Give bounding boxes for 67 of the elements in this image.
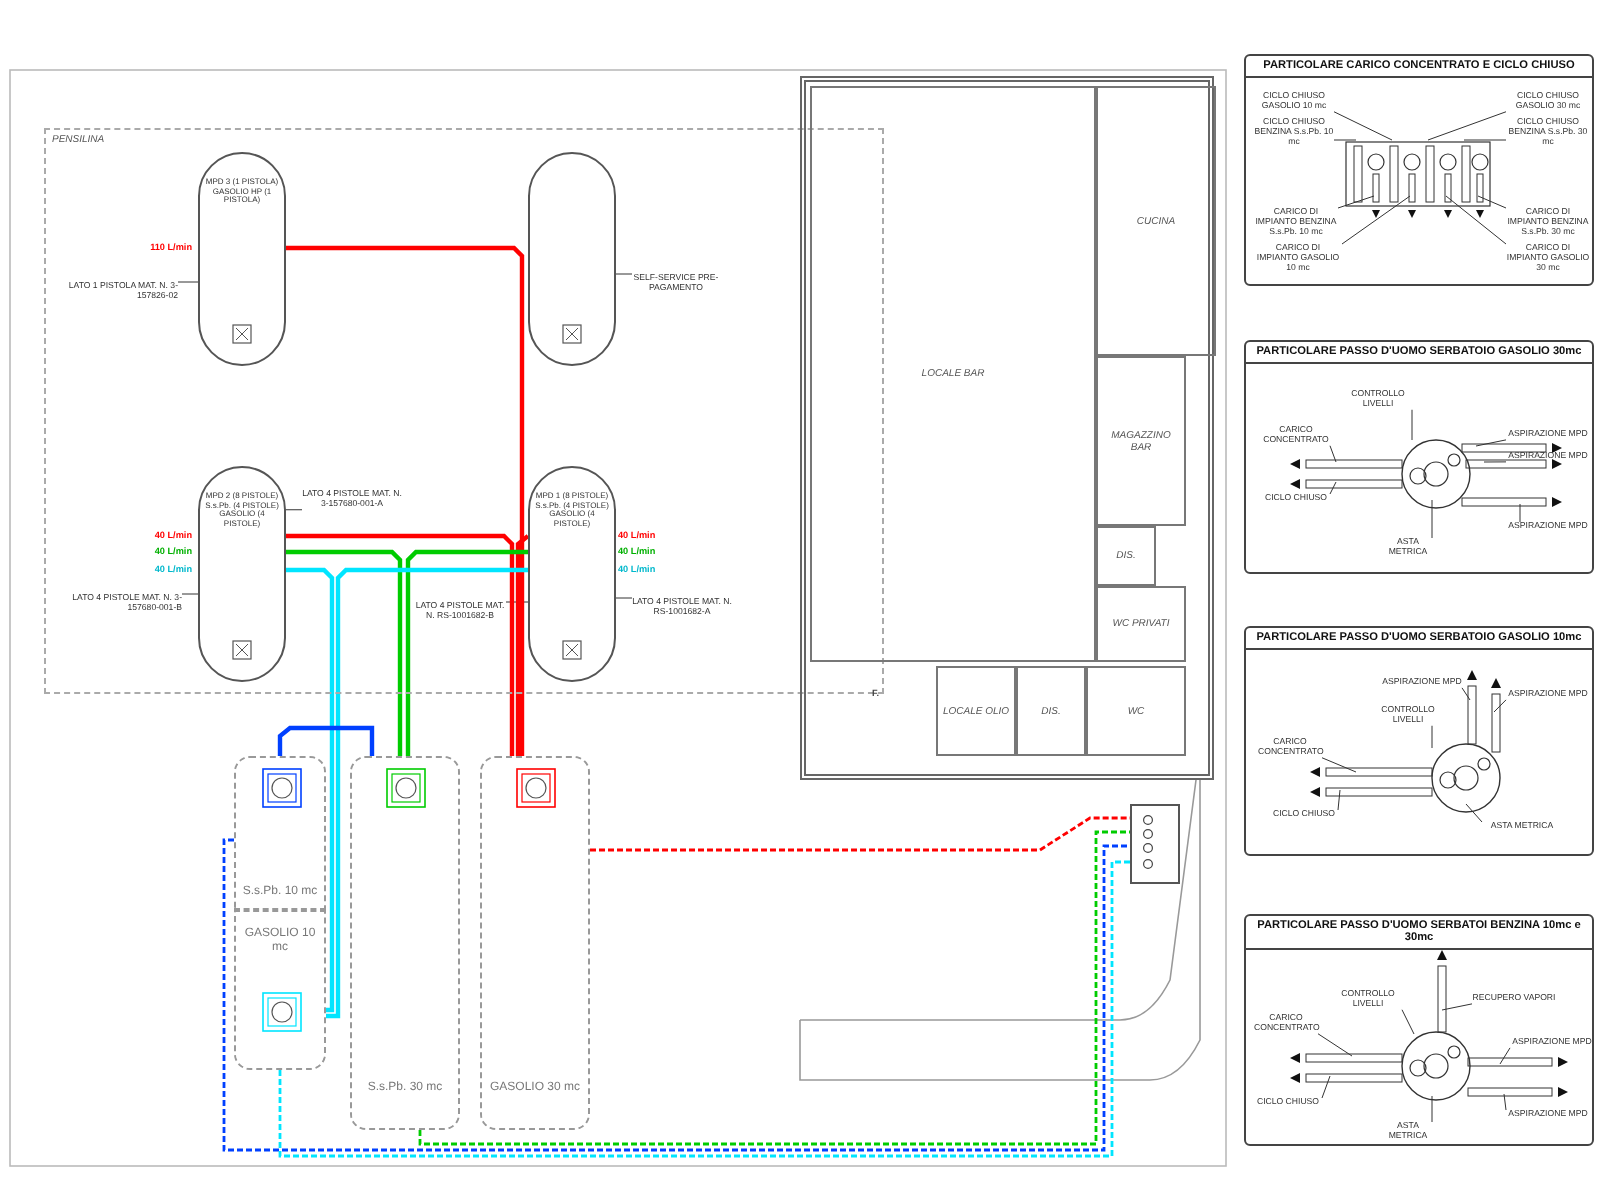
- pipe-line: [286, 567, 335, 1013]
- leader-line: [1503, 1093, 1507, 1111]
- leader-line: [1483, 461, 1507, 463]
- fill-pipe-line: [590, 816, 1130, 852]
- leader-line: [181, 593, 199, 595]
- leader-line: [1329, 445, 1337, 463]
- leader-line: [285, 509, 303, 511]
- fuel-tank: [234, 910, 326, 1070]
- leader-line: [1431, 725, 1433, 749]
- room: [1096, 356, 1186, 526]
- pipe-line: [326, 567, 528, 1019]
- leader-line: [1411, 409, 1413, 441]
- leader-line: [1519, 503, 1521, 523]
- leader-line: [1317, 1033, 1353, 1057]
- leader-line: [1341, 195, 1411, 245]
- leader-line: [1493, 699, 1507, 713]
- fill-pipe-line: [418, 830, 1130, 1146]
- dispenser-island: [198, 466, 286, 682]
- room: [1086, 666, 1186, 756]
- dispenser-island: [198, 152, 286, 366]
- leader-line: [1499, 1047, 1511, 1065]
- leader-line: [1329, 481, 1337, 495]
- leader-line: [505, 601, 529, 603]
- pipe-line: [286, 533, 515, 756]
- room: [1096, 526, 1156, 586]
- leader-line: [177, 281, 199, 283]
- leader-line: [1401, 1009, 1415, 1035]
- detail-panel: [1244, 914, 1594, 1146]
- leader-line: [1321, 757, 1357, 773]
- canopy-area: [44, 128, 884, 694]
- leader-line: [1431, 1095, 1433, 1123]
- leader-line: [615, 273, 633, 275]
- leader-line: [1477, 195, 1507, 209]
- leader-line: [1441, 1003, 1473, 1011]
- fuel-tank: [350, 756, 460, 1130]
- leader-line: [1465, 803, 1483, 823]
- leader-line: [1333, 111, 1393, 141]
- fuel-tank: [480, 756, 590, 1130]
- building-outline: [800, 76, 1214, 780]
- leader-line: [1337, 789, 1341, 811]
- pipe-line: [405, 549, 528, 756]
- pipe-line: [286, 549, 403, 756]
- leader-line: [1333, 139, 1357, 141]
- room: [1096, 86, 1216, 356]
- pipe-line: [515, 534, 530, 756]
- pipe-line: [277, 725, 375, 756]
- leader-line: [615, 597, 633, 599]
- leader-line: [1463, 139, 1507, 141]
- detail-panel: [1244, 626, 1594, 856]
- room: [936, 666, 1016, 756]
- dispenser-island: [528, 466, 616, 682]
- pipe-line: [286, 245, 525, 756]
- detail-panel: [1244, 54, 1594, 286]
- leader-line: [1461, 687, 1471, 701]
- leader-line: [1445, 195, 1507, 245]
- dispenser-island: [528, 152, 616, 366]
- leader-line: [1427, 111, 1507, 141]
- fill-box: [1130, 804, 1180, 884]
- fuel-tank: [234, 756, 326, 910]
- detail-panel: [1244, 340, 1594, 574]
- leader-line: [1431, 499, 1433, 539]
- room: [810, 86, 1096, 662]
- room: [1016, 666, 1086, 756]
- leader-line: [1337, 195, 1375, 209]
- leader-line: [1475, 439, 1507, 447]
- leader-line: [1321, 1075, 1331, 1099]
- room: [1096, 586, 1186, 662]
